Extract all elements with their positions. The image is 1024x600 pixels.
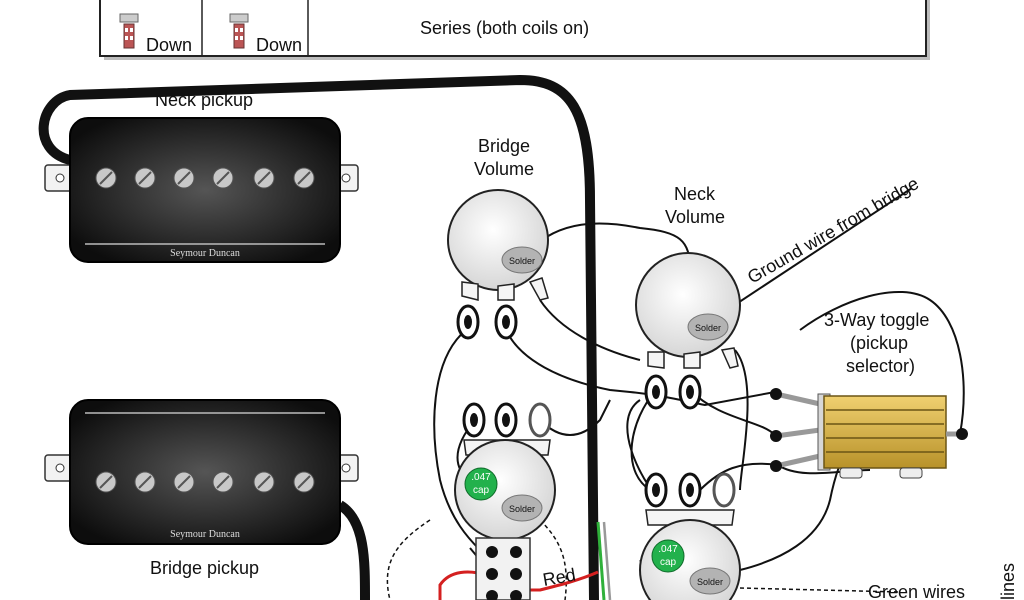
- bridge-pickup-brand: Seymour Duncan: [170, 529, 240, 540]
- neck-tone-pot: Solder: [639, 472, 741, 600]
- bridge-pickup-label: Bridge pickup: [150, 558, 259, 578]
- cap-unit-1: cap: [473, 485, 490, 496]
- table-col2-label: Down: [256, 35, 302, 55]
- bridge-tone-solder: Solder: [509, 504, 535, 514]
- bridge-pickup: Seymour Duncan: [44, 399, 359, 545]
- cap-value-2: .047: [658, 544, 678, 555]
- toggle-label-2: (pickup: [850, 333, 908, 353]
- bridge-volume-label-1: Bridge: [478, 136, 530, 156]
- table-description: Series (both coils on): [420, 18, 589, 38]
- toggle-label-1: 3-Way toggle: [824, 310, 929, 330]
- bridge-pot-solder: Solder: [509, 256, 535, 266]
- bare-wire: [602, 521, 612, 600]
- bridge-volume-pot: Solder: [447, 189, 549, 301]
- neck-tone-solder: Solder: [697, 577, 723, 587]
- ground-wire: [711, 187, 913, 321]
- neck-volume-pot: Solder: [635, 252, 741, 369]
- bridge-tone-cap: .047 cap: [464, 467, 498, 501]
- neck-pickup-cable: [38, 74, 599, 600]
- three-way-toggle: [770, 388, 968, 479]
- neck-tone-cap: .047 cap: [651, 539, 685, 573]
- neck-volume-label-2: Volume: [665, 207, 725, 227]
- dotted-wire-3: [739, 587, 901, 593]
- switch-table: Down Down Series (both coils on): [99, 0, 930, 60]
- table-col1-label: Down: [146, 35, 192, 55]
- push-pull-switch: [475, 537, 531, 600]
- neck-pickup-label: Neck pickup: [155, 90, 253, 110]
- red-wire-right: [512, 570, 599, 592]
- dotted-wire-2: [539, 519, 567, 600]
- green-wires-label: Green wires: [868, 582, 965, 600]
- toggle-label-3: selector): [846, 356, 915, 376]
- green-wire: [596, 521, 606, 600]
- neck-pot-lugs: [644, 374, 702, 410]
- cap-value-1: .047: [471, 472, 491, 483]
- bridge-pot-lugs: [456, 304, 518, 340]
- red-wire-label: Red: [541, 565, 577, 590]
- neck-pickup: Seymour Duncan: [44, 117, 359, 263]
- neck-pot-solder: Solder: [695, 323, 721, 333]
- neck-volume-label-1: Neck: [674, 184, 716, 204]
- push-pull-icon-1: [119, 13, 139, 49]
- bridge-pickup-cable: [337, 500, 370, 600]
- neck-pickup-brand: Seymour Duncan: [170, 248, 240, 259]
- cap-unit-2: cap: [660, 557, 677, 568]
- push-pull-icon-2: [229, 13, 249, 49]
- bridge-volume-label-2: Volume: [474, 159, 534, 179]
- bridge-tone-pot: Solder: [454, 402, 556, 541]
- neck-pickup-poles: [95, 167, 315, 189]
- ground-wire-label: Ground wire from bridge: [744, 173, 922, 287]
- dotted-wire-1: [386, 519, 431, 600]
- watermark-text: lines: [998, 563, 1018, 600]
- bridge-pickup-poles: [95, 471, 315, 493]
